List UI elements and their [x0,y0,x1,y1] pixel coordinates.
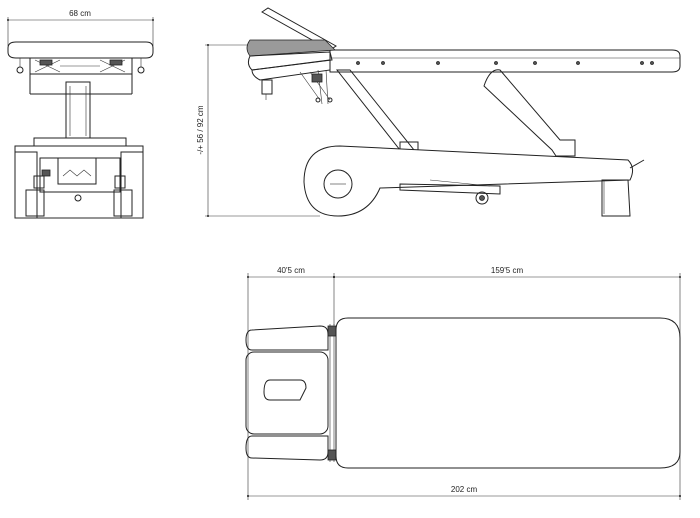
top-main-section [335,317,681,469]
side-actuator-knob [475,191,489,205]
front-mechanism [29,57,133,75]
front-tabletop [7,41,154,59]
side-base-frame [303,145,634,217]
side-wheel [323,169,353,199]
top-view: 40'5 cm 159'5 cm 202 cm [245,266,681,500]
head-section-dimension: 40'5 cm [247,266,335,500]
side-head-rest-shaded [246,39,336,57]
height-dimension: -/+ 56 / 92 cm [196,44,320,217]
front-view: 68 cm [7,9,154,219]
total-length-label: 202 cm [451,485,478,494]
top-head-rest [245,351,329,435]
front-base-plate [33,137,127,147]
body-section-label: 159'5 cm [491,266,524,275]
height-label: -/+ 56 / 92 cm [196,105,205,154]
head-section-label: 40'5 cm [277,266,305,275]
top-face-hole [263,379,307,401]
top-arm-rest-right [245,435,329,461]
side-leg-right [483,69,576,157]
front-width-dimension: 68 cm [7,9,154,46]
side-foot [601,179,631,217]
side-head-mechanism [261,69,333,105]
side-view: -/+ 56 / 92 cm [196,7,681,217]
front-column-housing [29,74,133,95]
side-handle [629,159,645,169]
side-leg-left [335,69,416,151]
body-section-dimension: 159'5 cm [333,266,681,500]
top-arm-rest-left [245,325,329,351]
side-head-rest-upper [261,7,337,51]
front-column [65,81,91,139]
side-tabletop [329,49,681,73]
side-actuator [399,183,501,195]
total-length-dimension: 202 cm [247,485,681,497]
front-width-label: 68 cm [69,9,91,18]
